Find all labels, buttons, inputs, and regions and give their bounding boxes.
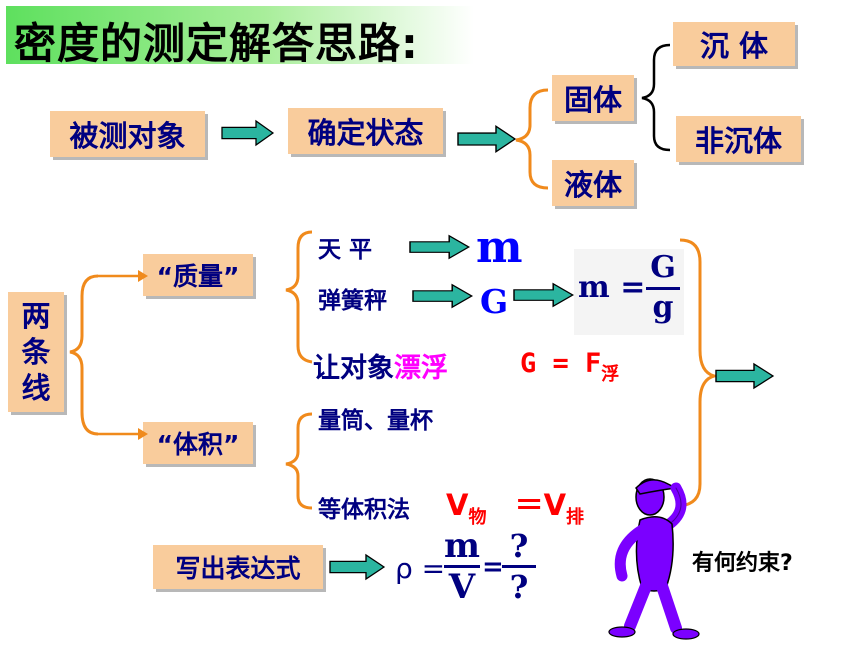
question-fraction-den: ? xyxy=(509,568,529,606)
float-equation: G = F浮 xyxy=(520,348,619,385)
two-lines-char-2: 条 xyxy=(21,335,51,369)
volume-equation: V物 ＝V排 xyxy=(446,482,584,528)
two-lines-char-1: 两 xyxy=(21,299,51,333)
thinking-figure-icon xyxy=(608,478,700,640)
question-fraction-num: ? xyxy=(509,527,529,565)
v-obj-sub: 物 xyxy=(468,507,487,528)
equal-volume-label: 等体积法 xyxy=(318,497,410,523)
spring-scale-label: 弹簧秤 xyxy=(318,288,387,314)
arrow-icon xyxy=(715,363,774,389)
box-state: 确定状态 xyxy=(288,108,443,154)
box-liquid-label: 液体 xyxy=(563,168,622,202)
box-solid-label: 固体 xyxy=(563,83,622,117)
fraction-line xyxy=(444,565,480,568)
arrow-icon xyxy=(98,428,148,440)
float-method: 让对象漂浮 xyxy=(313,346,448,385)
v-eq: ＝V xyxy=(514,488,567,522)
box-nonsink: 非沉体 xyxy=(676,116,801,162)
brace-icon xyxy=(679,238,720,508)
float-prefix: 让对象 xyxy=(313,353,394,384)
v-obj: V xyxy=(446,488,469,522)
fraction-line xyxy=(502,565,536,568)
float-eq: G = F xyxy=(520,348,602,379)
cylinder-label: 量筒、量杯 xyxy=(318,408,433,434)
box-sink: 沉 体 xyxy=(673,22,795,66)
arrow-icon xyxy=(412,284,473,308)
brace-icon xyxy=(69,274,99,436)
arrow-icon xyxy=(457,125,516,153)
arrow-icon xyxy=(513,283,574,307)
float-sub: 浮 xyxy=(601,364,620,385)
box-sink-label: 沉 体 xyxy=(699,29,769,63)
box-mass-label: “质量” xyxy=(156,262,240,291)
density-fraction-den: V xyxy=(448,567,476,607)
mass-formula-bg xyxy=(574,249,684,335)
box-state-label: 确定状态 xyxy=(307,116,424,150)
rho-label: ρ = xyxy=(395,552,446,585)
v-disp-sub: 排 xyxy=(566,507,585,528)
density-fraction: m V xyxy=(444,528,480,605)
box-mass: “质量” xyxy=(143,254,253,296)
arrow-icon xyxy=(409,235,470,259)
mass-formula-m: m = xyxy=(578,270,646,305)
question-label: 有何约束? xyxy=(692,551,793,576)
two-lines-char-3: 线 xyxy=(21,371,51,405)
box-solid: 固体 xyxy=(552,75,634,121)
box-nonsink-label: 非沉体 xyxy=(694,124,782,158)
fraction-line xyxy=(646,287,680,290)
page-title: 密度的测定解答思路: xyxy=(14,19,419,68)
density-fraction-num: m xyxy=(444,526,480,566)
box-expression: 写出表达式 xyxy=(153,545,323,589)
mass-symbol-m: m xyxy=(476,222,523,273)
balance-label: 天 平 xyxy=(318,237,373,263)
brace-icon xyxy=(515,88,549,190)
box-volume: “体积” xyxy=(143,422,253,464)
box-object: 被测对象 xyxy=(50,111,205,157)
brace-icon xyxy=(285,230,313,364)
box-two-lines: 两 条 线 xyxy=(8,292,64,412)
brace-icon xyxy=(641,43,671,152)
arrow-icon xyxy=(98,270,148,282)
arrow-icon xyxy=(221,120,274,146)
weight-symbol-G: G xyxy=(480,282,509,321)
box-liquid: 液体 xyxy=(552,160,634,206)
brace-icon xyxy=(285,412,313,510)
title-band xyxy=(6,6,474,64)
question-fraction: ? ? xyxy=(502,528,536,605)
mass-fraction-num: G xyxy=(650,250,676,285)
expression-eq: = xyxy=(482,552,504,582)
arrow-icon xyxy=(329,554,385,580)
mass-fraction: G g xyxy=(646,250,680,325)
mass-fraction-den: g xyxy=(652,290,674,325)
box-volume-label: “体积” xyxy=(156,430,240,459)
box-expression-label: 写出表达式 xyxy=(175,554,301,583)
float-word: 漂浮 xyxy=(394,353,448,384)
box-object-label: 被测对象 xyxy=(69,119,186,153)
